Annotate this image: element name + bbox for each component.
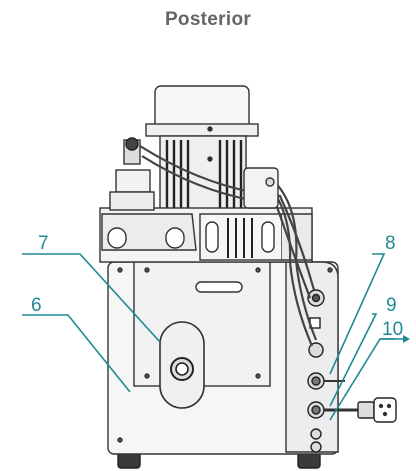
callout-6: 6 [31,295,42,316]
bracket [243,167,279,209]
diagram-title: Posterior [164,9,252,30]
power-plug [324,380,397,423]
right-connectors [307,289,325,453]
motor [145,85,259,217]
valve [109,137,155,211]
feet [117,451,321,469]
leader-lines [22,253,408,421]
callout-8: 8 [385,233,396,254]
callout-10: 10 [382,319,404,340]
cabinet [107,261,339,455]
callout-9: 9 [386,295,397,316]
oval-port [159,321,205,409]
callout-7: 7 [38,233,49,254]
